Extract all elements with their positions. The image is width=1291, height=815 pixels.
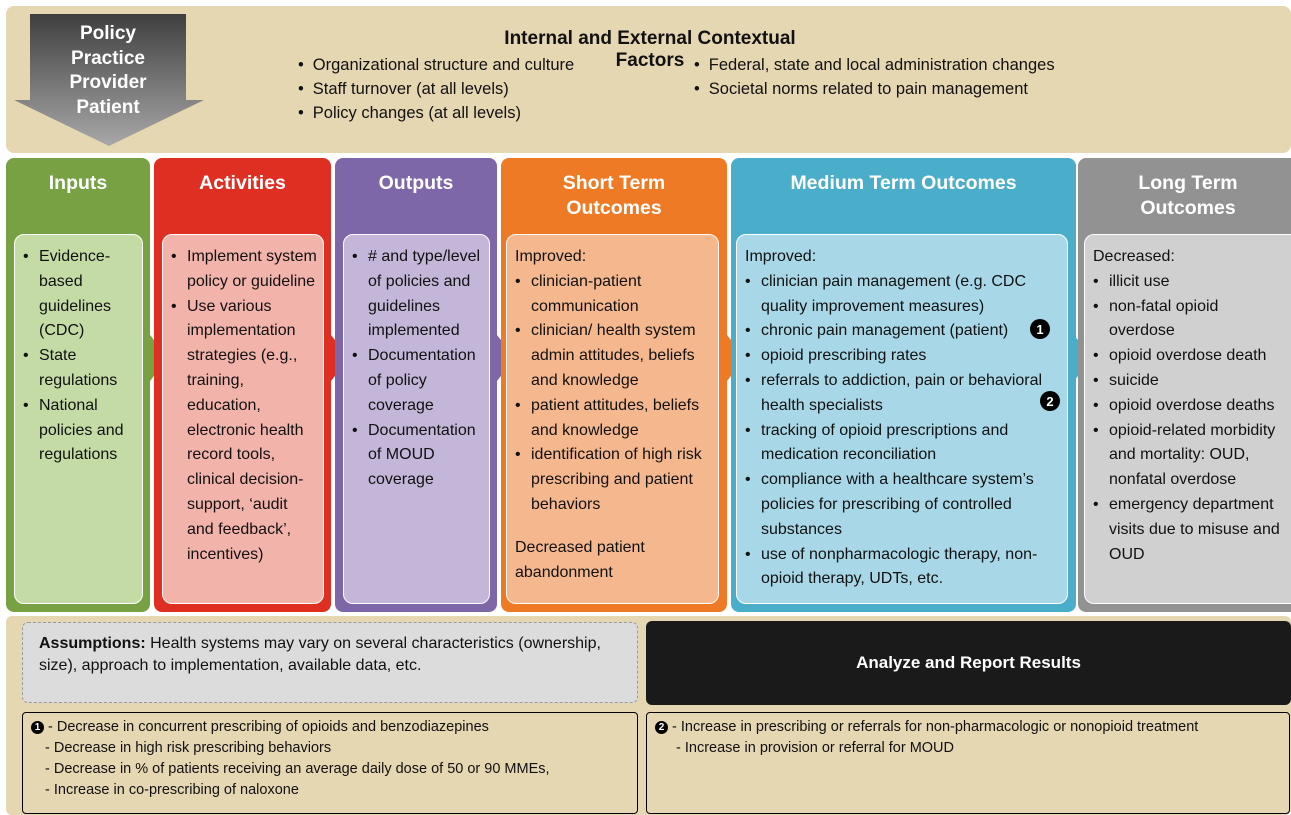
list-item: suicide: [1093, 369, 1285, 394]
activities-title: Activities: [199, 172, 286, 194]
list-item: Documentation of policy coverage: [352, 344, 483, 418]
footnote-line: 1- Decrease in concurrent prescribing of…: [31, 717, 629, 738]
outputs-list: # and type/level of policies and guideli…: [352, 245, 483, 493]
context-list-right: Federal, state and local administration …: [694, 53, 1055, 101]
medium-term-list: clinician pain management (e.g. CDC qual…: [745, 270, 1061, 592]
short-term-lead: Improved:: [515, 248, 587, 265]
context-item: Staff turnover (at all levels): [298, 77, 574, 101]
activities-box: Implement system policy or guideline Use…: [162, 234, 324, 604]
level-down-arrow: [14, 14, 204, 146]
assumptions-box: Assumptions: Health systems may vary on …: [22, 622, 638, 703]
context-list-left: Organizational structure and culture Sta…: [298, 53, 574, 125]
footnote-line: - Decrease in high risk prescribing beha…: [45, 740, 332, 756]
long-term-title: Long Term Outcomes: [1138, 172, 1238, 219]
arrow-labels: Policy Practice Provider Patient: [14, 22, 202, 120]
context-item: Societal norms related to pain managemen…: [694, 77, 1055, 101]
list-item: identification of high risk prescribing …: [515, 443, 712, 517]
short-term-box: Improved: clinician-patient communicatio…: [506, 234, 719, 604]
list-item: illicit use: [1093, 270, 1285, 295]
list-item: opioid overdose death: [1093, 344, 1285, 369]
list-item: Implement system policy or guideline: [171, 245, 317, 295]
list-item: National policies and regulations: [23, 394, 136, 468]
list-item: tracking of opioid prescriptions and med…: [745, 419, 1061, 469]
arrow-label: Policy: [80, 23, 136, 44]
assumptions-label: Assumptions:: [39, 635, 146, 652]
list-item: patient attitudes, beliefs and knowledge: [515, 394, 712, 444]
list-item: opioid-related morbidity and mortality: …: [1093, 419, 1285, 493]
list-item: clinician pain management (e.g. CDC qual…: [745, 270, 1061, 320]
footnote-1-marker: 1: [31, 721, 44, 734]
footnote-line: 2- Increase in prescribing or referrals …: [655, 717, 1281, 738]
list-item: opioid overdose deaths: [1093, 394, 1285, 419]
list-item: Use various implementation strategies (e…: [171, 295, 317, 568]
analyze-report-label: Analyze and Report Results: [856, 653, 1081, 672]
list-item: clinician-patient communication: [515, 270, 712, 320]
footnote-badge-1: 1: [1030, 319, 1050, 339]
short-term-tail: Decreased patient abandonment: [515, 538, 645, 581]
footnote-badge-2: 2: [1040, 391, 1060, 411]
list-item: Documentation of MOUD coverage: [352, 419, 483, 493]
inputs-column: Inputs Evidence-based guidelines (CDC) S…: [6, 158, 150, 612]
outputs-column: Outputs # and type/level of policies and…: [335, 158, 497, 612]
list-item: clinician/ health system admin attitudes…: [515, 319, 712, 393]
list-item: State regulations: [23, 344, 136, 394]
list-item: emergency department visits due to misus…: [1093, 493, 1285, 567]
context-item: Organizational structure and culture: [298, 53, 574, 77]
footnote-line: - Increase in provision or referral for …: [676, 740, 954, 756]
short-term-list: clinician-patient communication clinicia…: [515, 270, 712, 518]
footnote-line: - Increase in co-prescribing of naloxone: [45, 782, 299, 798]
list-item: non-fatal opioid overdose: [1093, 295, 1285, 345]
inputs-list: Evidence-based guidelines (CDC) State re…: [23, 245, 136, 468]
long-term-lead: Decreased:: [1093, 248, 1175, 265]
analyze-report-box: Analyze and Report Results: [646, 621, 1291, 705]
medium-term-title: Medium Term Outcomes: [790, 172, 1017, 194]
footnote-line: - Decrease in % of patients receiving an…: [45, 761, 550, 777]
arrow-label: Practice: [71, 47, 145, 69]
medium-term-lead: Improved:: [745, 248, 817, 265]
assumptions-text: Health systems may vary on several chara…: [39, 635, 601, 674]
long-term-column: Long Term Outcomes Decreased: illicit us…: [1078, 158, 1291, 612]
medium-term-box: Improved: clinician pain management (e.g…: [736, 234, 1068, 604]
activities-column: Activities Implement system policy or gu…: [154, 158, 331, 612]
arrow-label: Provider: [69, 72, 147, 93]
context-band: [6, 6, 1291, 153]
footnote-2-marker: 2: [655, 721, 668, 734]
list-item: chronic pain management (patient): [745, 319, 1061, 344]
footnote-2-box: 2- Increase in prescribing or referrals …: [646, 712, 1290, 814]
list-item: compliance with a healthcare system’s po…: [745, 468, 1061, 542]
list-item: opioid prescribing rates: [745, 344, 1061, 369]
inputs-box: Evidence-based guidelines (CDC) State re…: [14, 234, 143, 604]
short-term-column: Short Term Outcomes Improved: clinician-…: [501, 158, 727, 612]
activities-list: Implement system policy or guideline Use…: [171, 245, 317, 567]
list-item: use of nonpharmacologic therapy, non-opi…: [745, 543, 1061, 593]
arrow-label: Patient: [76, 96, 140, 118]
outputs-title: Outputs: [378, 172, 454, 194]
short-term-title: Short Term Outcomes: [562, 172, 666, 219]
medium-term-column: Medium Term Outcomes Improved: clinician…: [731, 158, 1076, 612]
long-term-box: Decreased: illicit use non-fatal opioid …: [1084, 234, 1291, 604]
inputs-title: Inputs: [48, 172, 108, 194]
context-item: Policy changes (at all levels): [298, 101, 574, 125]
list-item: Evidence-based guidelines (CDC): [23, 245, 136, 344]
long-term-list: illicit use non-fatal opioid overdose op…: [1093, 270, 1285, 568]
list-item: # and type/level of policies and guideli…: [352, 245, 483, 344]
list-item: referrals to addiction, pain or behavior…: [745, 369, 1061, 419]
context-title: Internal and External Contextual Factors: [504, 28, 796, 71]
footnote-1-box: 1- Decrease in concurrent prescribing of…: [22, 712, 638, 814]
context-item: Federal, state and local administration …: [694, 53, 1055, 77]
outputs-box: # and type/level of policies and guideli…: [343, 234, 490, 604]
